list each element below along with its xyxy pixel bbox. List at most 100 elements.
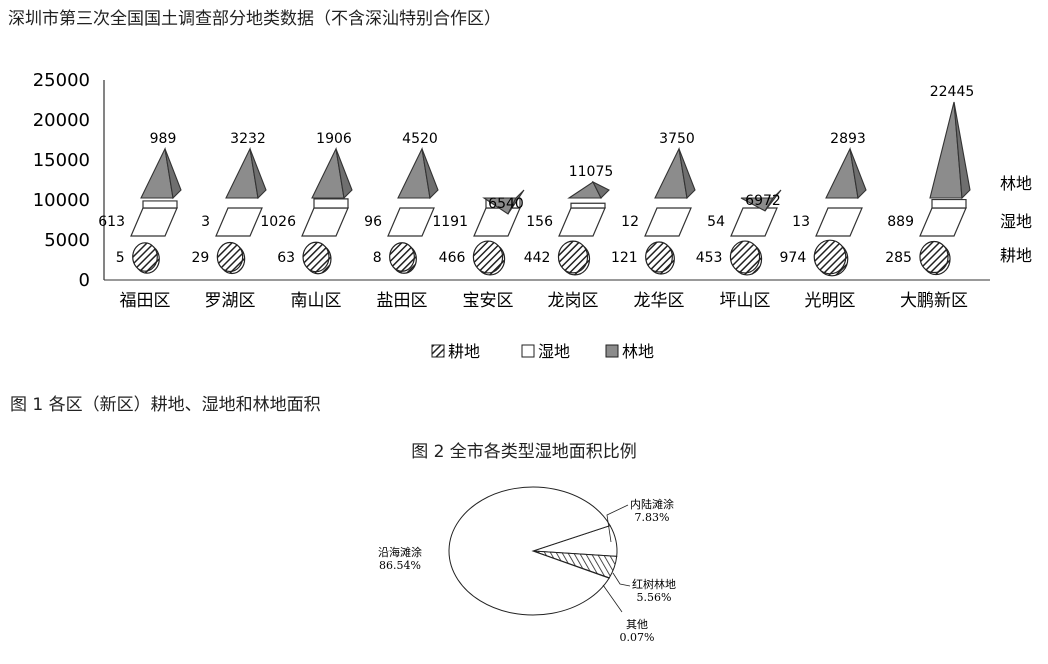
pie-leader-line: [612, 572, 631, 587]
cropland-value-label: 121: [611, 250, 638, 266]
category-label: 宝安区: [463, 291, 514, 311]
forest-pyramid-side: [764, 189, 782, 212]
cropland-disk-top: [729, 240, 761, 274]
cropland-disk-top: [389, 242, 415, 272]
wetland-value-label: 12: [621, 214, 639, 230]
legend-label: 林地: [622, 342, 654, 361]
category-label: 坪山区: [720, 291, 771, 311]
cropland-disk-top: [919, 240, 949, 274]
forest-value-label: 989: [150, 131, 177, 147]
y-tick-label: 5000: [44, 230, 90, 251]
bar-chart-3d: 0 5000 10000 15000 20000 25000 5 613 989 福田区 29 3 32…: [33, 70, 1032, 361]
pie-category-label: 沿海滩涂: [378, 545, 422, 559]
category-label: 龙华区: [634, 291, 685, 311]
wetland-value-label: 156: [526, 214, 553, 230]
wetland-value-label: 613: [98, 214, 125, 230]
pie-slice: [448, 486, 611, 616]
forest-value-label: 11075: [569, 164, 614, 180]
forest-value-label: 2893: [830, 131, 866, 147]
cropland-value-label: 5: [116, 250, 125, 266]
wetland-value-label: 1191: [432, 214, 468, 230]
forest-value-label: 6540: [488, 196, 524, 212]
wetland-value-label: 3: [201, 214, 210, 230]
forest-pyramid-side: [678, 148, 696, 200]
cropland-disk-top: [472, 240, 504, 274]
cropland-value-label: 453: [696, 250, 723, 266]
row-label: 湿地: [1000, 212, 1032, 231]
wetland-slab: [301, 207, 349, 237]
forest-value-label: 22445: [930, 84, 975, 100]
category-label: 盐田区: [377, 291, 428, 311]
category-label: 南山区: [291, 291, 342, 311]
forest-pyramid-side: [421, 148, 439, 200]
pie-percent-label: 86.54%: [379, 559, 421, 572]
cropland-disk-top: [216, 241, 244, 273]
forest-pyramid-face: [929, 101, 963, 199]
forest-pyramid-side: [507, 189, 525, 215]
y-tick-label: 25000: [33, 70, 90, 91]
pie-category-label: 其他: [626, 618, 648, 631]
cropland-disk-top: [813, 239, 847, 275]
legend-swatch: [431, 344, 445, 358]
cropland-value-label: 974: [780, 250, 807, 266]
wetland-slab: [919, 207, 967, 237]
cropland-value-label: 285: [885, 250, 912, 266]
legend-label: 耕地: [448, 342, 480, 361]
wetland-slab: [473, 207, 521, 237]
figure1-caption: 图 1 各区（新区）耕地、湿地和林地面积: [10, 395, 321, 415]
forest-pyramid-side: [591, 180, 610, 199]
wetland-value-label: 1026: [260, 214, 296, 230]
pie-leader-line: [606, 504, 629, 543]
cropland-disk-top: [132, 242, 158, 272]
pie-category-label: 内陆滩涂: [630, 497, 674, 511]
row-label: 林地: [1000, 174, 1032, 193]
cropland-value-label: 442: [524, 250, 551, 266]
pie-leader-line: [602, 584, 623, 613]
forest-pyramid-side: [164, 148, 182, 200]
wetland-slab: [387, 207, 435, 237]
forest-value-label: 3232: [230, 131, 266, 147]
cropland-disk-top: [557, 240, 589, 274]
pie-percent-label: 7.83%: [635, 511, 670, 524]
category-label: 光明区: [805, 291, 856, 311]
wetland-slab: [644, 207, 692, 237]
category-label: 福田区: [120, 291, 171, 311]
wetland-slab: [215, 207, 263, 237]
legend-swatch: [605, 344, 619, 358]
wetland-value-label: 54: [707, 214, 725, 230]
wetland-slab: [730, 207, 778, 237]
forest-pyramid-side: [249, 148, 267, 200]
forest-pyramid-side: [849, 148, 867, 200]
legend-swatch: [521, 344, 535, 358]
wetland-slab-top: [570, 202, 606, 209]
y-tick-label: 10000: [33, 190, 90, 211]
row-label: 耕地: [1000, 246, 1032, 265]
forest-pyramid-side: [953, 101, 971, 200]
category-label: 大鹏新区: [900, 291, 968, 311]
figure2-caption: 图 2 全市各类型湿地面积比例: [411, 442, 637, 462]
wetland-slab-top: [313, 198, 349, 209]
page-title: 深圳市第三次全国国土调查部分地类数据（不含深汕特别合作区）: [8, 9, 501, 29]
forest-value-label: 3750: [659, 131, 695, 147]
cropland-value-label: 29: [192, 250, 210, 266]
cropland-value-label: 8: [373, 250, 382, 266]
legend-label: 湿地: [538, 342, 570, 361]
wetland-slab-top: [931, 198, 967, 209]
wetland-value-label: 13: [792, 214, 810, 230]
pie-percent-label: 5.56%: [637, 591, 672, 604]
pie-percent-label: 0.07%: [620, 631, 655, 644]
forest-value-label: 4520: [402, 131, 438, 147]
wetland-slab: [815, 207, 863, 237]
pie-category-label: 红树林地: [632, 577, 676, 591]
y-tick-label: 0: [79, 270, 90, 291]
category-label: 罗湖区: [205, 291, 256, 311]
y-tick-label: 15000: [33, 150, 90, 171]
forest-value-label: 6972: [745, 193, 781, 209]
cropland-value-label: 466: [439, 250, 466, 266]
y-tick-label: 20000: [33, 110, 90, 131]
cropland-disk-top: [302, 241, 330, 273]
wetland-value-label: 96: [364, 214, 382, 230]
wetland-slab: [558, 207, 606, 237]
